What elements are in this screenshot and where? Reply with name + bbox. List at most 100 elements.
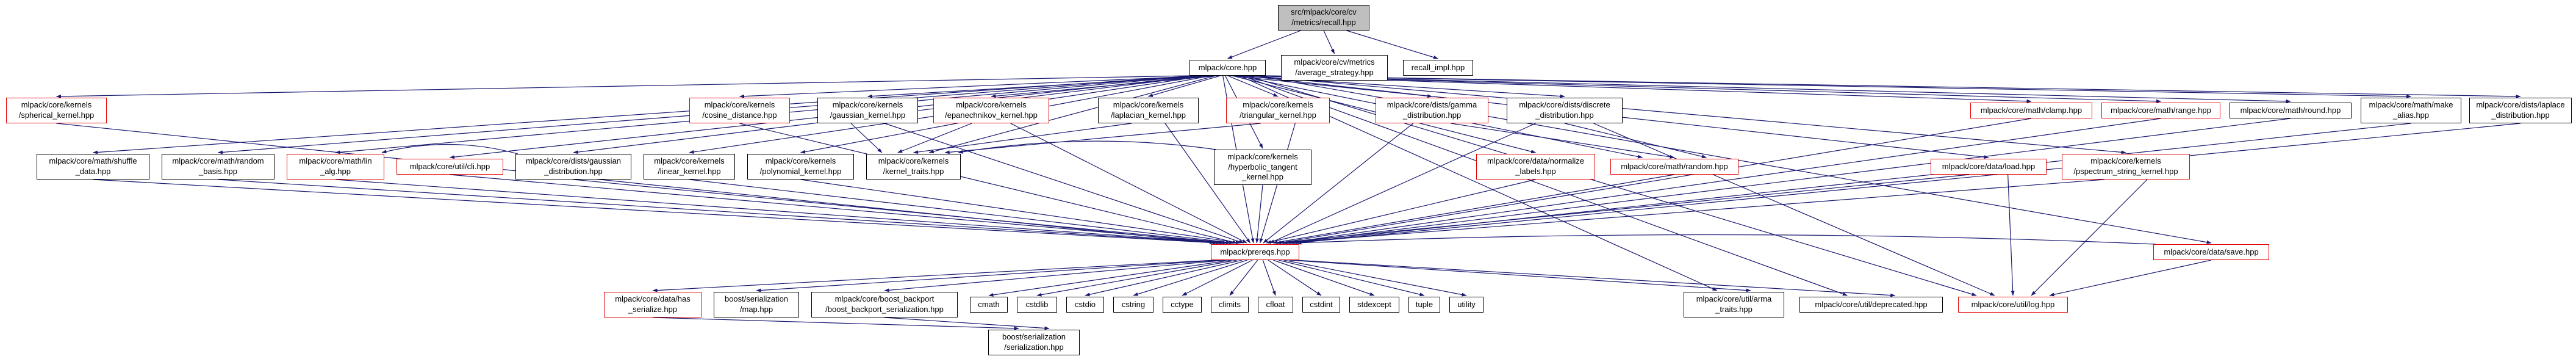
graph-node-label: _distribution.hpp — [1535, 111, 1594, 120]
graph-node-label: mlpack/core/dists/discrete — [1519, 100, 1610, 110]
edge-save-to-prereqs — [1296, 234, 2156, 245]
graph-node-load[interactable]: mlpack/core/data/load.hpp — [1931, 159, 2047, 175]
graph-node-laplacian[interactable]: mlpack/core/kernels/laplacian_kernel.hpp — [1098, 98, 1199, 123]
graph-node-label: mlpack/prereqs.hpp — [1220, 247, 1290, 256]
graph-node-label: mlpack/core/data/load.hpp — [1942, 161, 2036, 171]
edge-prereqs-to-tuple — [1278, 259, 1425, 297]
graph-node-utility[interactable]: utility — [1449, 297, 1484, 313]
edge-save-to-log — [2049, 259, 2212, 297]
graph-node-range[interactable]: mlpack/core/math/range.hpp — [2101, 103, 2220, 118]
graph-node-make_alias[interactable]: mlpack/core/math/make_alias.hpp — [2361, 98, 2461, 123]
graph-node-label: mlpack/core/kernels — [704, 100, 775, 110]
graph-node-polynomial[interactable]: mlpack/core/kernels/polynomial_kernel.hp… — [747, 154, 854, 180]
graph-node-hyperbolic[interactable]: mlpack/core/kernels/hyperbolic_tangent_k… — [1214, 150, 1311, 185]
graph-node-label: cstdlib — [1025, 299, 1049, 309]
edge-gaussian_dist-to-prereqs — [573, 179, 1231, 245]
graph-node-lin_alg[interactable]: mlpack/core/math/lin_alg.hpp — [287, 154, 384, 180]
edge-core-to-deprecated — [1241, 75, 1848, 296]
graph-node-recall[interactable]: src/mlpack/core/cv/metrics/recall.hpp — [1278, 5, 1369, 31]
graph-node-climits[interactable]: climits — [1211, 297, 1249, 313]
graph-node-random_basis[interactable]: mlpack/core/math/random_basis.hpp — [162, 154, 274, 180]
edge-core-to-triangular — [1227, 75, 1279, 97]
graph-node-label: /triangular_kernel.hpp — [1240, 111, 1316, 120]
graph-node-label: cctype — [1171, 299, 1194, 309]
graph-node-label: src/mlpack/core/cv — [1291, 7, 1357, 17]
graph-node-label: mlpack/core/dists/gamma — [1387, 100, 1477, 110]
graph-node-spherical[interactable]: mlpack/core/kernels/spherical_kernel.hpp — [6, 98, 107, 123]
graph-node-label: mlpack/core/kernels — [1227, 151, 1298, 161]
graph-node-math_random[interactable]: mlpack/core/math/random.hpp — [1610, 159, 1738, 175]
graph-node-label: /boost_backport_serialization.hpp — [825, 305, 944, 314]
edge-core-to-laplacian — [1148, 75, 1221, 97]
graph-node-gaussian_kernel[interactable]: mlpack/core/kernels/gaussian_kernel.hpp — [817, 98, 918, 123]
edge-hyperbolic-to-prereqs — [1255, 184, 1263, 244]
edge-prereqs-to-cfloat — [1262, 259, 1276, 296]
graph-node-average_strategy[interactable]: mlpack/core/cv/metrics/average_strategy.… — [1281, 55, 1388, 81]
graph-node-save[interactable]: mlpack/core/data/save.hpp — [2153, 244, 2269, 260]
graph-node-label: mlpack/core/util/log.hpp — [1971, 299, 2055, 309]
edge-gaussian_kernel-to-prereqs — [884, 123, 1244, 244]
graph-node-cstdlib[interactable]: cstdlib — [1017, 297, 1057, 313]
graph-node-laplace[interactable]: mlpack/core/dists/laplace_distribution.h… — [2469, 98, 2572, 123]
graph-node-label: /map.hpp — [739, 305, 773, 314]
edge-normalize-to-prereqs — [1266, 179, 1536, 244]
edge-triangular-to-kernel_traits — [944, 123, 1261, 154]
graph-node-pspectrum[interactable]: mlpack/core/kernels/pspectrum_string_ker… — [2062, 154, 2190, 180]
graph-node-cfloat[interactable]: cfloat — [1258, 297, 1293, 313]
graph-node-epanechnikov[interactable]: mlpack/core/kernels/epanechnikov_kernel.… — [933, 98, 1049, 123]
graph-node-deprecated[interactable]: mlpack/core/util/deprecated.hpp — [1799, 297, 1943, 313]
graph-node-boost_ser[interactable]: boost/serialization/serialization.hpp — [988, 330, 1080, 355]
edge-prereqs-to-cctype — [1182, 259, 1253, 296]
graph-node-boost_map[interactable]: boost/serialization/map.hpp — [714, 292, 799, 317]
graph-node-label: mlpack/core/math/shuffle — [49, 156, 137, 166]
graph-node-linear[interactable]: mlpack/core/kernels/linear_kernel.hpp — [644, 154, 735, 180]
graph-node-core[interactable]: mlpack/core.hpp — [1189, 60, 1266, 76]
graph-node-cctype[interactable]: cctype — [1163, 297, 1202, 313]
graph-node-prereqs[interactable]: mlpack/prereqs.hpp — [1211, 244, 1299, 260]
graph-node-cstring[interactable]: cstring — [1113, 297, 1153, 313]
graph-node-has_serialize[interactable]: mlpack/core/data/has_serialize.hpp — [604, 292, 701, 317]
graph-node-label: mlpack/core/kernels — [654, 156, 725, 166]
edge-core-to-shuffle — [93, 75, 1194, 154]
graph-node-label: _serialize.hpp — [628, 305, 678, 314]
graph-node-normalize[interactable]: mlpack/core/data/normalize_labels.hpp — [1476, 154, 1595, 180]
graph-node-tuple[interactable]: tuple — [1408, 297, 1440, 313]
graph-node-label: recall_impl.hpp — [1411, 62, 1465, 72]
edge-linear-to-prereqs — [689, 179, 1235, 245]
graph-node-gaussian_dist[interactable]: mlpack/core/dists/gaussian_distribution.… — [515, 154, 631, 180]
edge-prereqs-to-cstdint — [1268, 259, 1322, 296]
graph-node-label: mlpack/core/util/arma — [1696, 294, 1772, 304]
graph-node-kernel_traits[interactable]: mlpack/core/kernels/kernel_traits.hpp — [866, 154, 961, 180]
graph-node-round[interactable]: mlpack/core/math/round.hpp — [2230, 103, 2352, 118]
edge-round-to-prereqs — [1289, 118, 2291, 245]
graph-node-label: mlpack/core/boost_backport — [834, 294, 935, 304]
graph-node-discrete[interactable]: mlpack/core/dists/discrete_distribution.… — [1507, 98, 1623, 123]
graph-node-label: cmath — [978, 299, 1000, 309]
graph-node-gamma[interactable]: mlpack/core/dists/gamma_distribution.hpp — [1376, 98, 1488, 123]
edge-gamma-to-math_random — [1451, 123, 1675, 159]
graph-node-cstdint[interactable]: cstdint — [1302, 297, 1340, 313]
graph-node-recall_impl[interactable]: recall_impl.hpp — [1403, 60, 1473, 76]
graph-node-cstdio[interactable]: cstdio — [1066, 297, 1104, 313]
edge-core-to-range — [1254, 75, 2161, 103]
edge-discrete-to-math_random — [1564, 123, 1707, 159]
graph-node-label: /kernel_traits.hpp — [883, 167, 944, 176]
edge-load-to-log — [2007, 174, 2015, 296]
edge-prereqs-to-utility — [1283, 259, 1467, 297]
edge-core-to-kernel_traits — [928, 75, 1216, 153]
graph-node-boost_backport[interactable]: mlpack/core/boost_backport/boost_backpor… — [811, 292, 958, 317]
edge-shuffle-to-prereqs — [93, 179, 1218, 245]
graph-node-label: _basis.hpp — [199, 167, 237, 176]
edge-prereqs-to-cstring — [1133, 259, 1247, 296]
graph-node-shuffle[interactable]: mlpack/core/math/shuffle_data.hpp — [37, 154, 149, 180]
graph-node-triangular[interactable]: mlpack/core/kernels/triangular_kernel.hp… — [1226, 98, 1330, 123]
graph-node-stdexcept[interactable]: stdexcept — [1349, 297, 1399, 313]
graph-node-arma_traits[interactable]: mlpack/core/util/arma_traits.hpp — [1684, 292, 1784, 317]
graph-node-log[interactable]: mlpack/core/util/log.hpp — [1958, 297, 2068, 313]
graph-node-cmath[interactable]: cmath — [970, 297, 1008, 313]
graph-node-cosine[interactable]: mlpack/core/kernels/cosine_distance.hpp — [689, 98, 790, 123]
graph-node-label: mlpack/core/math/make — [2369, 100, 2453, 110]
graph-node-cli[interactable]: mlpack/core/util/cli.hpp — [396, 159, 503, 175]
edge-discrete-to-prereqs — [1269, 123, 1536, 244]
graph-node-clamp[interactable]: mlpack/core/math/clamp.hpp — [1970, 103, 2092, 118]
